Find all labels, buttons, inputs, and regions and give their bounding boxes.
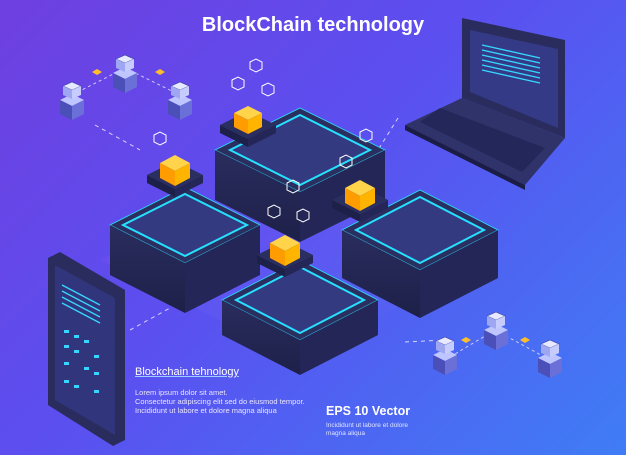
network-node-icon <box>538 339 562 378</box>
network-node-icon <box>113 54 137 93</box>
network-node-group-top-left <box>60 54 192 120</box>
network-node-group-bottom-right <box>433 311 562 378</box>
caption-block: Blockchain tehnology Lorem ipsum dolor s… <box>135 366 305 415</box>
network-node-icon <box>433 336 457 375</box>
mini-coin-icon <box>155 69 165 75</box>
orange-block-cube-icon <box>220 106 276 147</box>
caption-line: Consectetur adipiscing elit sed do eiusm… <box>135 397 305 406</box>
network-node-icon <box>168 81 192 120</box>
eps-heading: EPS 10 Vector <box>326 404 411 418</box>
mini-coin-icon <box>92 69 102 75</box>
tablet-icon <box>48 252 125 446</box>
caption-line: Lorem ipsum dolor sit amet. <box>135 388 228 397</box>
mini-coin-icon <box>461 337 471 343</box>
blockchain-server-icon <box>109 186 261 313</box>
network-node-icon <box>60 81 84 120</box>
page-title: BlockChain technology <box>201 14 425 36</box>
mini-coin-icon <box>520 337 530 343</box>
orange-block-cube-icon <box>332 180 388 222</box>
eps-line: Incididunt ut labore et dolore <box>326 422 409 429</box>
eps-block: EPS 10 Vector Incididunt ut labore et do… <box>326 404 410 438</box>
caption-heading: Blockchain tehnology <box>135 366 239 378</box>
orange-block-cube-icon <box>147 155 203 197</box>
network-node-icon <box>484 311 508 350</box>
blockchain-server-icon <box>221 259 379 375</box>
laptop-icon <box>405 18 565 190</box>
orange-block-cube-icon <box>257 235 313 277</box>
caption-line: Incididunt ut labore et dolore magna ali… <box>135 406 277 415</box>
eps-line: magna aliqua <box>326 430 366 437</box>
floating-cube-icons <box>153 58 373 223</box>
